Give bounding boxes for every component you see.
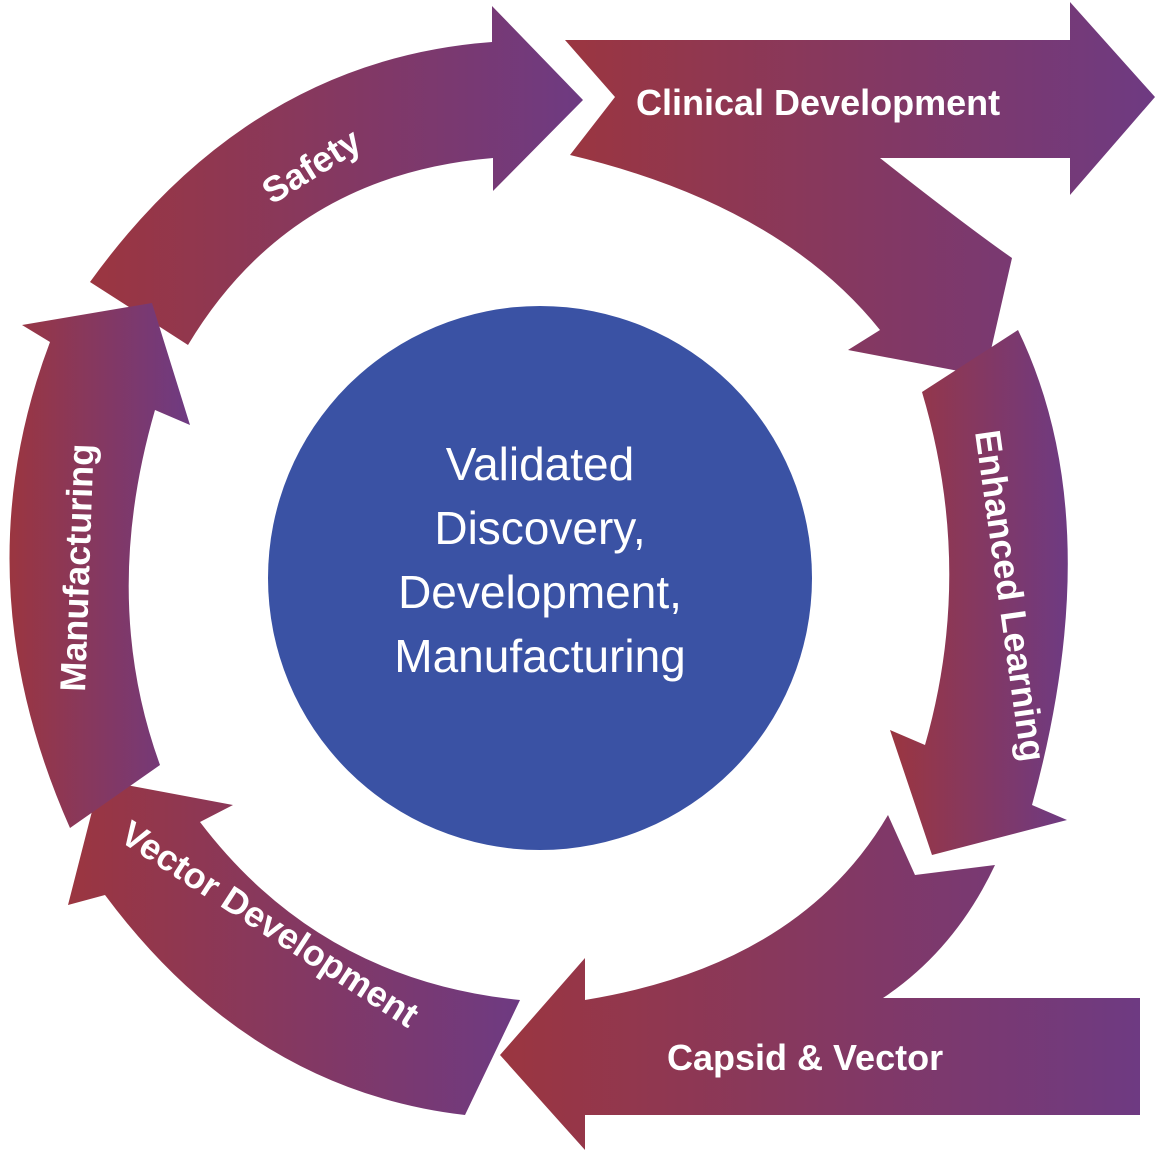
center-circle <box>268 306 812 850</box>
manufacturing-label: Manufacturing <box>52 443 102 692</box>
center-line-2: Discovery, <box>434 502 645 554</box>
clinical-development-arrow <box>565 2 1155 376</box>
vector-development-arrow <box>68 780 520 1115</box>
center-line-3: Development, <box>398 566 682 618</box>
manufacturing-arrow <box>9 303 190 828</box>
enhanced-learning-arrow <box>890 330 1068 855</box>
capsid-vector-arrow <box>500 815 1140 1150</box>
center-line-1: Validated <box>446 438 634 490</box>
safety-arrow <box>90 6 583 345</box>
clinical-development-label: Clinical Development <box>636 82 1000 123</box>
center-line-4: Manufacturing <box>394 630 686 682</box>
capsid-vector-label: Capsid & Vector <box>667 1037 943 1078</box>
